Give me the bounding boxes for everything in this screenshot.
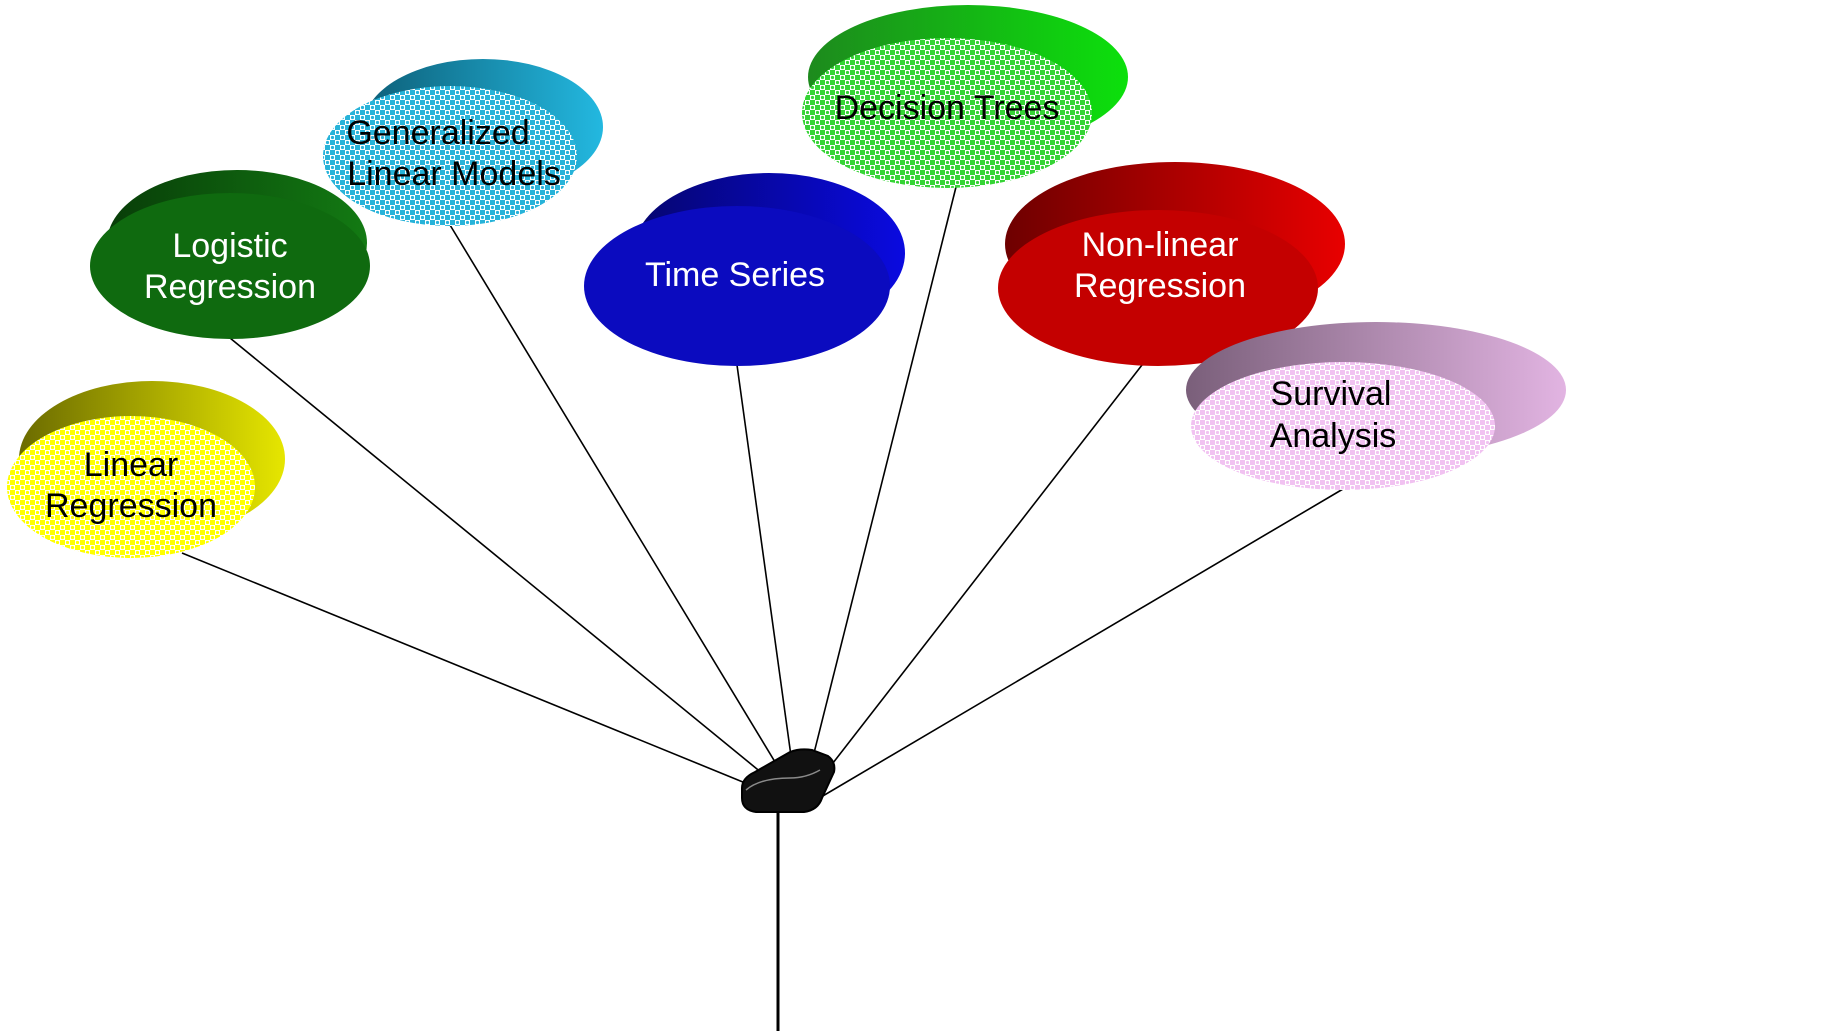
string-decision-trees [805, 186, 957, 786]
balloon-label-linear-regression-line2: Regression [45, 487, 217, 525]
balloon-logistic-regression: Logistic Regression [90, 170, 370, 339]
balloon-label-survival-analysis-line1: Survival [1271, 375, 1392, 413]
balloon-time-series: Time Series [584, 173, 905, 366]
balloon-label-decision-trees: Decision Trees [835, 89, 1060, 127]
balloon-label-non-linear-regression-line2: Regression [1074, 267, 1246, 305]
string-survival-analysis [815, 488, 1344, 801]
string-generalized-linear-models [449, 224, 793, 791]
balloon-survival-analysis: Survival Analysis [1186, 322, 1566, 490]
string-linear-regression [181, 552, 788, 801]
balloon-label-linear-regression-line1: Linear [84, 446, 179, 484]
balloon-strings [181, 186, 1344, 801]
balloon-label-logistic-regression-line2: Regression [144, 268, 316, 306]
balloon-linear-regression: Linear Regression [7, 381, 285, 558]
balloon-non-linear-regression: Non-linear Regression [998, 162, 1345, 366]
balloon-label-generalized-linear-models-line2: Linear Models [347, 155, 561, 193]
balloon-label-time-series: Time Series [645, 256, 825, 294]
balloon-label-generalized-linear-models-line1: Generalized [346, 114, 529, 152]
balloon-label-non-linear-regression-line1: Non-linear [1082, 226, 1239, 264]
balloon-hub [741, 748, 836, 1031]
hub-knot-icon [741, 748, 836, 813]
string-time-series [736, 364, 796, 786]
balloon-generalized-linear-models: Generalized Linear Models [323, 59, 603, 226]
balloon-label-logistic-regression-line1: Logistic [172, 227, 287, 265]
string-logistic-regression [229, 337, 791, 797]
balloon-decision-trees: Decision Trees [802, 5, 1128, 188]
balloon-label-survival-analysis-line2: Analysis [1270, 417, 1397, 455]
string-non-linear-regression [811, 364, 1143, 791]
